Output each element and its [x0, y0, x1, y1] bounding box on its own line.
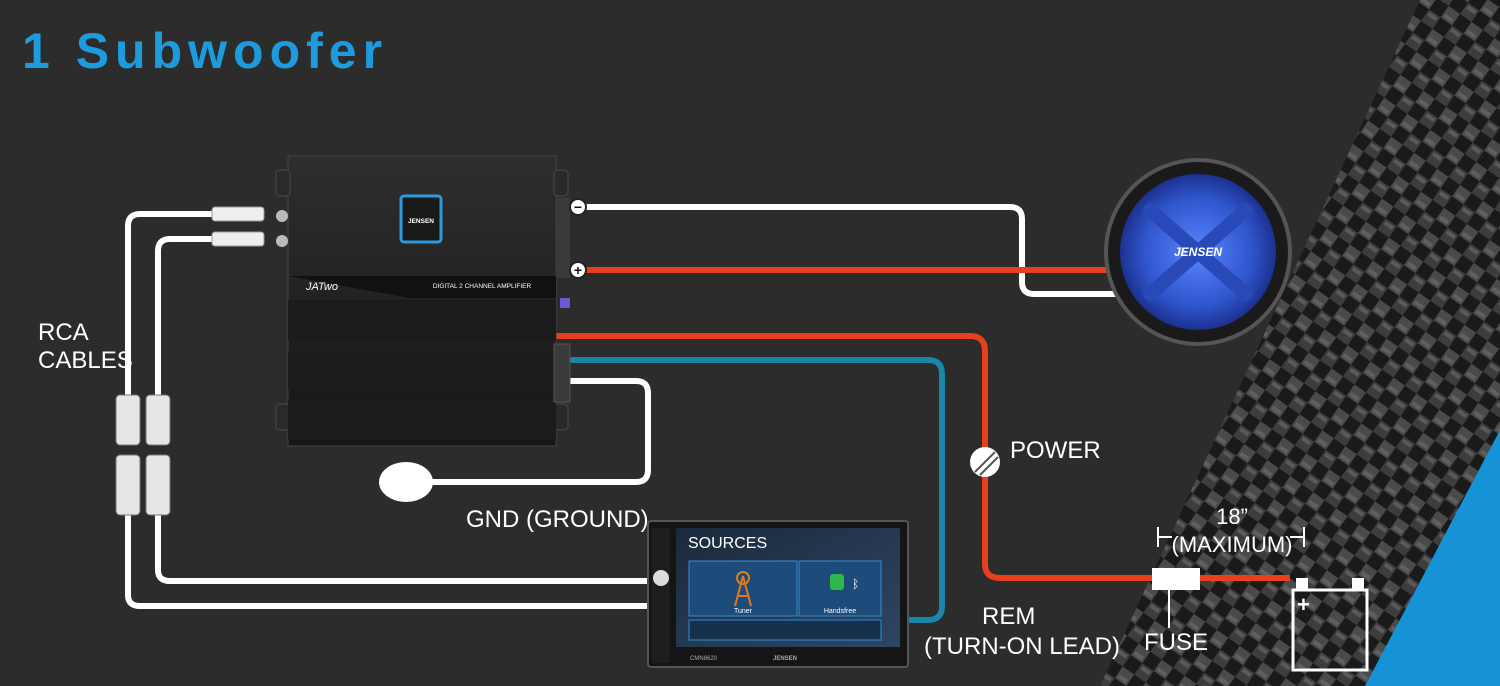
woofer-brand: JENSEN [1174, 245, 1222, 259]
speaker-terminal-block [556, 198, 570, 278]
amp-heatsink-band [288, 400, 556, 440]
tuner-signal-icon [736, 571, 750, 585]
battery-plus: + [1297, 592, 1310, 617]
rem-label-line1: REM [982, 603, 1035, 630]
source-tuner-label: Tuner [734, 608, 753, 615]
subwoofer: JENSEN [1104, 158, 1292, 346]
amp-label-strip [288, 276, 556, 298]
rca-label-line1: RCA [38, 319, 89, 346]
distance-label-line1b: (MAXIMUM) [1172, 532, 1293, 557]
positive-terminal-symbol: + [574, 262, 582, 278]
amp-brand: JENSEN [408, 218, 434, 225]
carbon-fiber-band [1100, 0, 1500, 686]
screen-title: SOURCES [688, 535, 767, 552]
amp-subtitle: DIGITAL 2 CHANNEL AMPLIFIER [433, 283, 532, 290]
rca-connector [145, 394, 171, 446]
status-led [560, 298, 570, 308]
bluetooth-icon: ᛒ [852, 577, 859, 591]
power-label: POWER [1010, 437, 1101, 464]
ground-icon [379, 462, 433, 502]
amplifier: JENSEN JATwo DIGITAL 2 CHANNEL AMPLIFIER… [211, 155, 587, 447]
amp-brand-badge [399, 194, 443, 244]
amp-heatsink-band [288, 300, 556, 340]
rca-jack [276, 210, 288, 222]
rca-cable-left-lower [125, 515, 660, 609]
head-unit: SOURCES Tuner ᛒ Handsfree CMN8620 JENSEN [647, 520, 909, 668]
source-handsfree-label: Handsfree [824, 608, 856, 615]
head-unit-toolbar [688, 619, 882, 641]
power-terminal-block [553, 343, 571, 403]
amp-model: JATwo [305, 281, 338, 293]
speaker-wire-negative [580, 204, 1120, 297]
rca-cable-right [155, 236, 212, 395]
amp-mount-tab [553, 403, 569, 431]
rca-connector [115, 394, 141, 446]
negative-terminal-symbol: − [574, 199, 582, 215]
head-unit-model: CMN8620 [690, 656, 718, 662]
negative-terminal-icon [569, 198, 587, 216]
source-tile-handsfree[interactable] [798, 560, 882, 617]
gnd-label: GND (GROUND) [466, 506, 649, 533]
rca-plug [211, 206, 265, 222]
rca-jack [276, 235, 288, 247]
inline-fuse-mark [974, 451, 999, 476]
source-tile-tuner[interactable] [688, 560, 798, 617]
battery-body [1291, 588, 1369, 672]
rem-label-line2: (TURN-ON LEAD) [924, 633, 1120, 660]
distance-bracket-left [1157, 527, 1172, 547]
distance-label-line1: 18” [1216, 504, 1248, 529]
woofer-x-logo [1143, 203, 1253, 301]
fuse-icon [1152, 568, 1200, 590]
rca-connectors [115, 394, 171, 516]
rca-label-line2: CABLES [38, 347, 133, 374]
amp-mount-tab [275, 403, 291, 431]
rca-connector [145, 454, 171, 516]
tuner-tower-icon [734, 575, 752, 607]
battery-icon: + [1291, 578, 1369, 672]
amp-mount-tab [275, 169, 291, 197]
battery-post [1296, 578, 1308, 590]
fuse-label: FUSE [1144, 629, 1208, 656]
phone-icon [830, 574, 844, 590]
blue-accent-stripe [1365, 430, 1500, 686]
rca-connector [115, 454, 141, 516]
volume-knob[interactable] [653, 570, 669, 586]
battery-post [1352, 578, 1364, 590]
amp-heatsink-band [288, 352, 556, 390]
rca-cable-left [125, 211, 212, 395]
ground-wire [430, 378, 651, 485]
positive-terminal-icon [569, 261, 587, 279]
diagram-title: 1 Subwoofer [22, 23, 388, 79]
head-unit-button-strip [652, 528, 670, 663]
rca-cable-right-lower [155, 515, 660, 584]
head-unit-brand: JENSEN [773, 656, 797, 662]
distance-bracket-right [1290, 527, 1305, 547]
remote-wire [556, 357, 945, 623]
rca-plug [211, 231, 265, 247]
amp-mount-tab [553, 169, 569, 197]
